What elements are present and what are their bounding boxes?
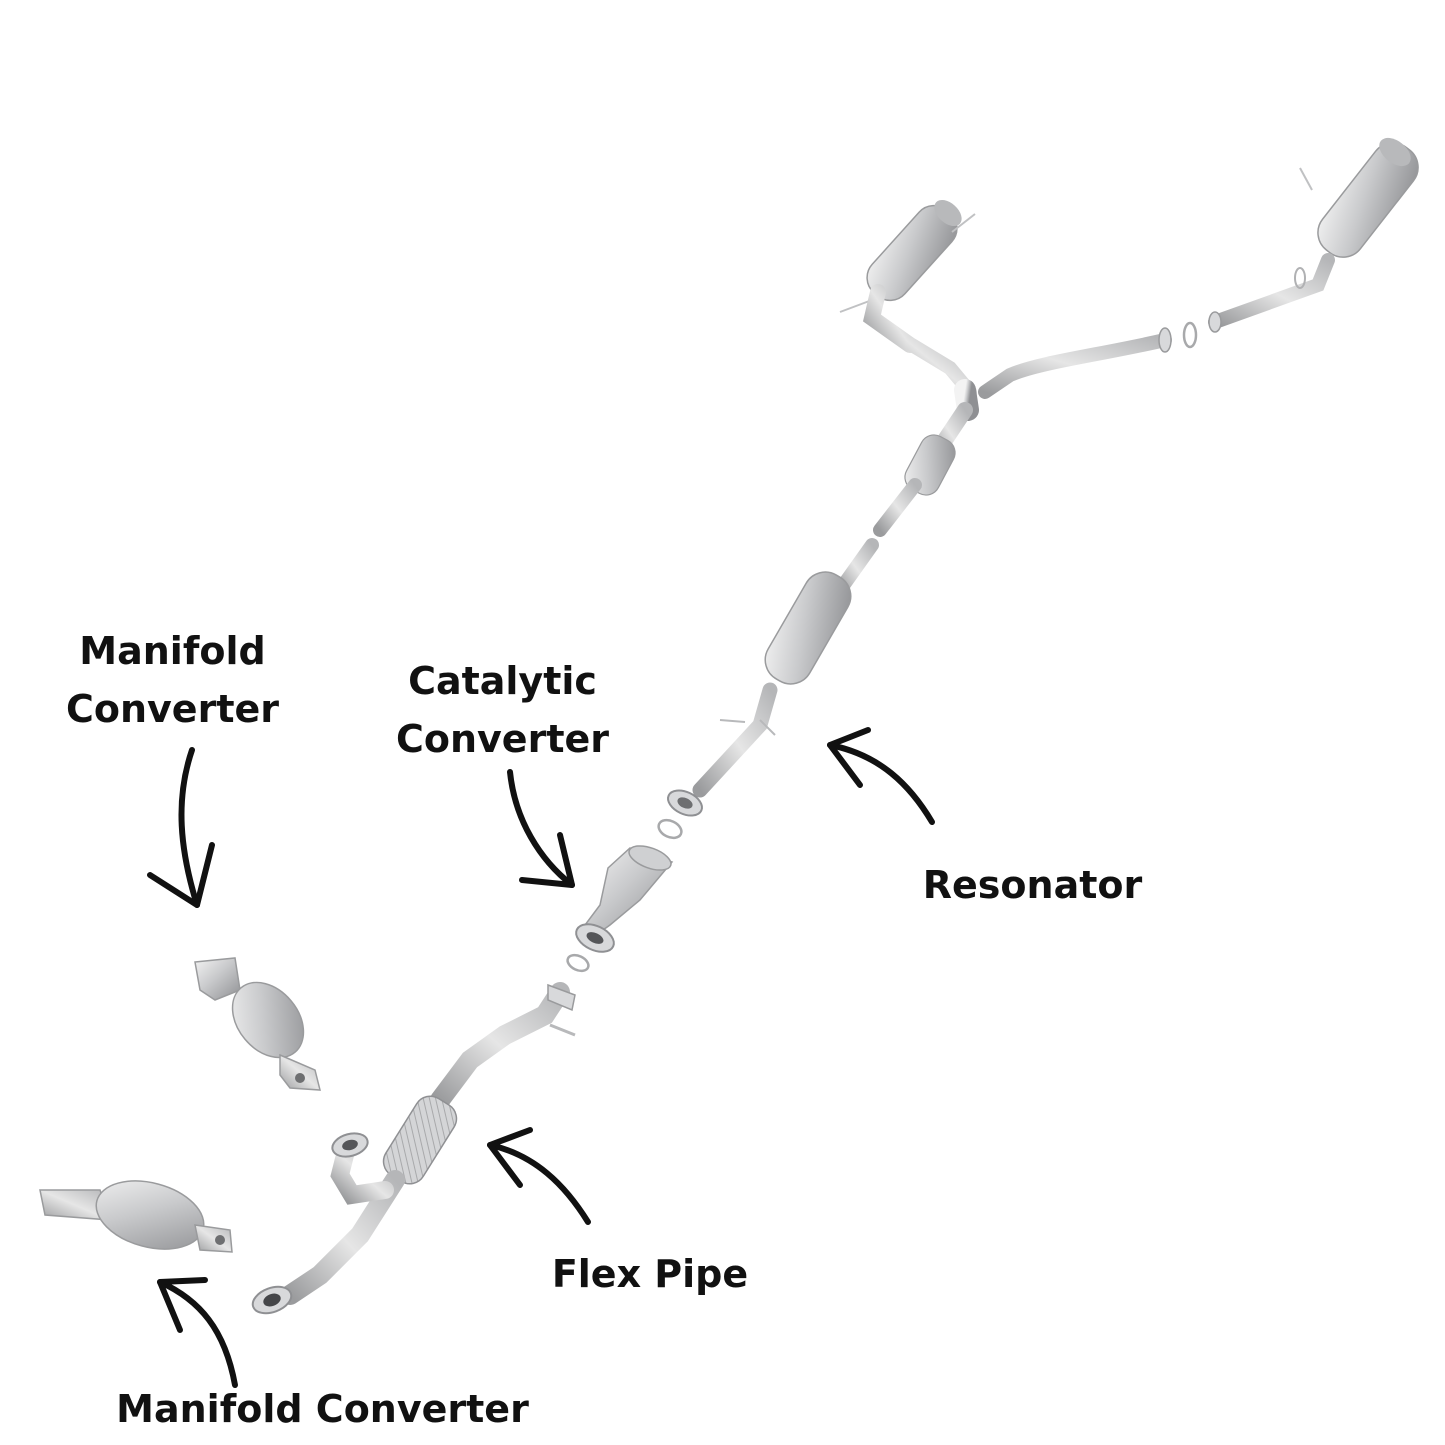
right-rear-muffler: [1208, 137, 1419, 333]
arrows: [147, 727, 935, 1388]
label-line: Converter: [395, 717, 609, 761]
catalytic-converter: [575, 845, 674, 953]
label-line: Catalytic: [408, 659, 597, 703]
label-manifold-converter-upper: Manifold Converter: [40, 622, 305, 738]
label-flex-pipe: Flex Pipe: [551, 1252, 749, 1296]
resonator-section: [667, 571, 852, 817]
label-catalytic-converter: Catalytic Converter: [380, 652, 625, 768]
arrow-manifold-upper: [147, 747, 215, 908]
label-line: Manifold: [79, 629, 266, 673]
arrow-catalytic: [507, 769, 575, 888]
upper-manifold-converter: [194, 957, 321, 1091]
front-pipe-with-flex: [251, 982, 576, 1315]
gasket: [657, 818, 683, 840]
arrow-resonator: [827, 727, 935, 825]
y-pipe-right-branch: [978, 333, 1172, 399]
label-manifold-converter-lower: Manifold Converter: [116, 1387, 529, 1431]
label-resonator: Resonator: [922, 863, 1143, 907]
lower-manifold-converter: [39, 1180, 233, 1253]
arrow-manifold-lower: [157, 1277, 238, 1388]
gasket: [1182, 321, 1198, 349]
gasket: [566, 953, 590, 973]
arrow-flex-pipe: [487, 1127, 591, 1225]
left-rear-muffler: [839, 199, 976, 353]
rear-exhaust-section: [833, 137, 1419, 597]
label-line: Converter: [65, 687, 279, 731]
